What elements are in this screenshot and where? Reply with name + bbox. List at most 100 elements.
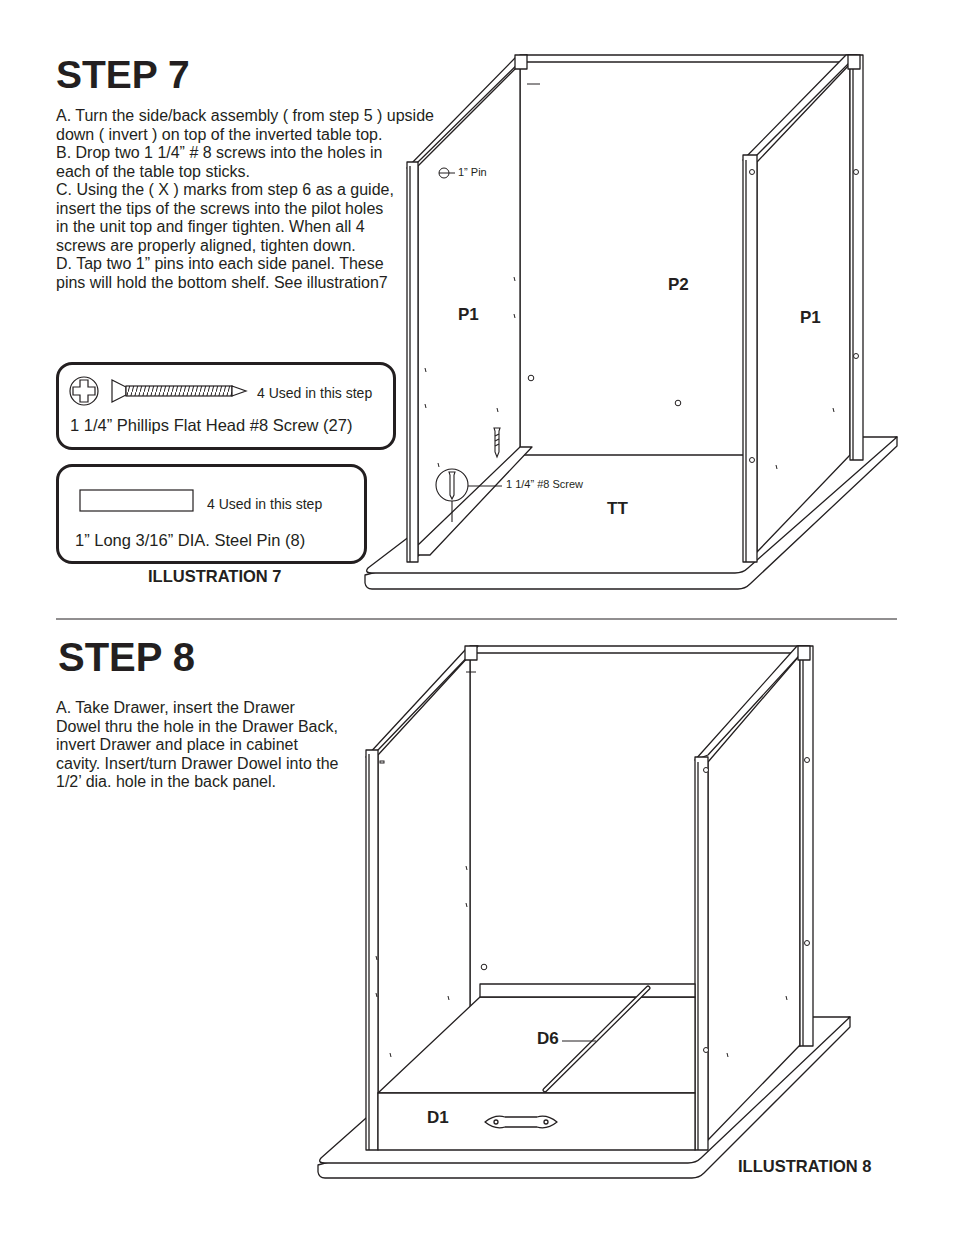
cabinet-panels bbox=[848, 55, 860, 69]
pilot-holes bbox=[466, 672, 476, 673]
cabinet-panels bbox=[697, 762, 698, 1150]
screw-icon bbox=[112, 380, 126, 402]
instruction-text: A. Turn the side/back assembly ( from st… bbox=[56, 107, 444, 144]
cabinet-panels bbox=[368, 754, 369, 1150]
cabinet-panels bbox=[745, 160, 746, 562]
pilot-holes bbox=[854, 354, 859, 359]
cabinet-panels bbox=[418, 64, 520, 556]
part-label: D6 bbox=[537, 1029, 559, 1049]
pilot-holes bbox=[466, 866, 467, 870]
leader-line bbox=[562, 1041, 596, 1042]
drawer bbox=[485, 1116, 557, 1128]
section-rule bbox=[56, 619, 897, 620]
cabinet-panels bbox=[409, 166, 410, 562]
pilot-holes bbox=[528, 375, 534, 381]
pilot-holes bbox=[425, 84, 859, 469]
pin-callout bbox=[439, 168, 455, 178]
pilot-holes bbox=[527, 84, 540, 85]
cabinet-panels bbox=[470, 652, 800, 653]
cabinet-panels bbox=[407, 55, 863, 562]
screw-callout bbox=[436, 469, 468, 501]
pilot-holes bbox=[481, 964, 487, 970]
screw-icon bbox=[73, 380, 95, 402]
cabinet-panels bbox=[743, 155, 757, 562]
instruction-text: B. Drop two 1 1/4” # 8 screws into the h… bbox=[56, 144, 396, 181]
pin-icon bbox=[80, 490, 193, 511]
cabinet-panels bbox=[465, 646, 477, 660]
pilot-holes bbox=[497, 408, 498, 412]
pilot-holes bbox=[704, 768, 709, 773]
pilot-holes bbox=[514, 314, 515, 318]
pilot-holes bbox=[805, 941, 810, 946]
cabinet-panels bbox=[418, 447, 532, 555]
screw-callout bbox=[495, 439, 499, 441]
drawer-dowel bbox=[545, 988, 648, 1090]
pilot-holes bbox=[438, 463, 439, 467]
drawer bbox=[544, 1120, 548, 1124]
screw-callout bbox=[495, 444, 499, 446]
screw-callout bbox=[468, 485, 502, 486]
pilot-holes bbox=[750, 170, 755, 175]
part-label: P2 bbox=[668, 275, 689, 295]
screw-callout bbox=[495, 434, 499, 436]
pilot-holes bbox=[425, 404, 426, 408]
pilot-holes bbox=[376, 672, 810, 1057]
pin-callout bbox=[449, 173, 455, 174]
quantity-note: 4 Used in this step bbox=[207, 496, 322, 512]
pilot-holes bbox=[448, 996, 449, 1000]
pilot-holes bbox=[833, 408, 834, 412]
drawer bbox=[494, 1120, 498, 1124]
screw-callout bbox=[494, 428, 500, 457]
drawer bbox=[378, 1093, 695, 1150]
cabinet-panels bbox=[366, 646, 478, 757]
part-label: D1 bbox=[427, 1108, 449, 1128]
pilot-holes bbox=[786, 996, 787, 1000]
instruction-text: A. Take Drawer, insert the Drawer Dowel … bbox=[56, 699, 342, 792]
cabinet-panels bbox=[366, 646, 813, 1150]
cabinet-panels bbox=[515, 55, 527, 69]
pilot-holes bbox=[776, 465, 777, 469]
illustration-caption: ILLUSTRATION 8 bbox=[738, 1157, 872, 1176]
part-label: P1 bbox=[800, 308, 821, 328]
pilot-holes bbox=[805, 758, 810, 763]
pilot-holes bbox=[380, 761, 384, 763]
cabinet-panels bbox=[850, 55, 863, 460]
pin-callout bbox=[439, 173, 449, 174]
part-label: P1 bbox=[458, 305, 479, 325]
pilot-holes bbox=[376, 956, 377, 960]
hardware-box: 4 Used in this step1 1/4” Phillips Flat … bbox=[56, 362, 396, 450]
callout-label: 1 1/4” #8 Screw bbox=[506, 478, 583, 491]
drawer-dowel bbox=[545, 988, 648, 1090]
cabinet-panels bbox=[852, 60, 853, 460]
drawer bbox=[480, 984, 695, 997]
screw-icon bbox=[70, 377, 246, 405]
pilot-holes bbox=[425, 368, 426, 372]
instruction-text: C. Using the ( X ) marks from step 6 as … bbox=[56, 181, 396, 255]
cabinet-panels bbox=[708, 655, 800, 1140]
screw-icon bbox=[70, 377, 98, 405]
leader-line bbox=[562, 1041, 596, 1042]
pilot-holes bbox=[704, 1048, 709, 1053]
step-heading: STEP 8 bbox=[58, 634, 195, 680]
hardware-box: 4 Used in this step 1” Long 3/16” DIA. St… bbox=[56, 464, 367, 564]
screw-icon bbox=[126, 386, 232, 396]
cabinet-panels bbox=[407, 162, 418, 562]
pin-callout bbox=[439, 168, 449, 178]
instruction-text: D. Tap two 1” pins into each side panel.… bbox=[56, 255, 396, 292]
pilot-holes bbox=[675, 400, 681, 406]
hardware-name: 1” Long 3/16” DIA. Steel Pin (8) bbox=[75, 531, 305, 550]
cabinet-panels bbox=[366, 750, 378, 1150]
cabinet-panels bbox=[802, 650, 803, 1046]
screw-callout bbox=[436, 428, 502, 522]
screw-callout bbox=[451, 501, 452, 522]
cabinet-panels bbox=[520, 61, 850, 62]
pilot-holes bbox=[727, 1053, 728, 1057]
cabinet-panels bbox=[800, 646, 813, 1046]
hardware-name: 1 1/4” Phillips Flat Head #8 Screw (27) bbox=[70, 416, 352, 435]
illustration-caption: ILLUSTRATION 7 bbox=[148, 567, 282, 586]
drawer bbox=[378, 984, 695, 1150]
screw-callout bbox=[449, 472, 455, 499]
callout-label: 1” Pin bbox=[458, 166, 487, 179]
drawer-dowel bbox=[545, 988, 648, 1090]
screw-icon bbox=[232, 386, 246, 396]
